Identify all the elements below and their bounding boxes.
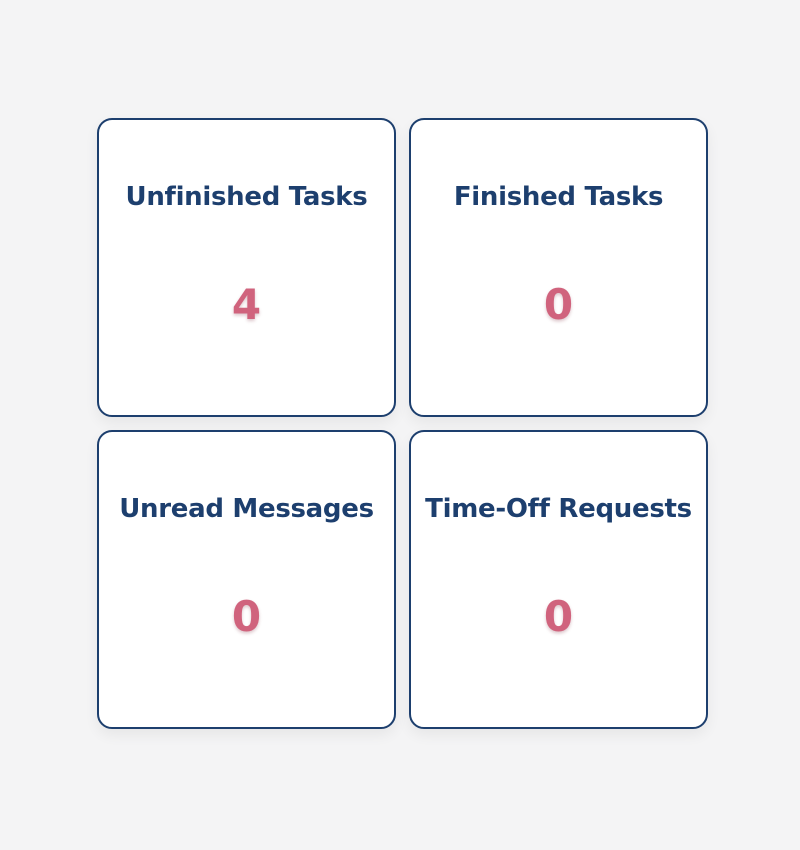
unfinished-tasks-count: 4 xyxy=(231,280,262,329)
unfinished-tasks-title: Unfinished Tasks xyxy=(125,182,368,212)
stats-grid: Unfinished Tasks 4 Finished Tasks 0 Unre… xyxy=(97,118,709,730)
time-off-requests-card[interactable]: Time-Off Requests 0 xyxy=(409,430,708,729)
unread-messages-title: Unread Messages xyxy=(119,494,374,524)
unread-messages-count: 0 xyxy=(231,592,262,641)
time-off-requests-count: 0 xyxy=(543,592,574,641)
finished-tasks-card[interactable]: Finished Tasks 0 xyxy=(409,118,708,417)
unread-messages-card[interactable]: Unread Messages 0 xyxy=(97,430,396,729)
finished-tasks-title: Finished Tasks xyxy=(453,182,664,212)
finished-tasks-count: 0 xyxy=(543,280,574,329)
time-off-requests-title: Time-Off Requests xyxy=(425,494,692,524)
unfinished-tasks-card[interactable]: Unfinished Tasks 4 xyxy=(97,118,396,417)
